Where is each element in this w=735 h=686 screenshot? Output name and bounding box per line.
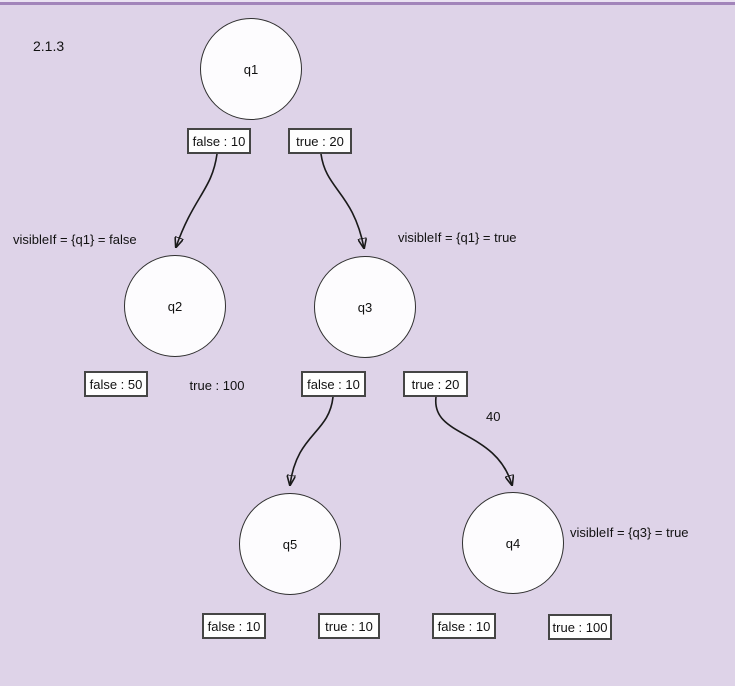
- edge-q1-false-to-q2: [176, 153, 218, 247]
- edge-label-q3-true[interactable]: true : 20: [403, 371, 468, 397]
- node-q2-label: q2: [167, 298, 183, 314]
- node-q5[interactable]: q5: [239, 493, 341, 595]
- edge-q3-false-to-q5: [290, 396, 334, 485]
- top-highlight-line: [0, 0, 735, 2]
- annotation-visibleif-q3-true: visibleIf = {q3} = true: [570, 525, 689, 540]
- annotation-visibleif-q1-false: visibleIf = {q1} = false: [13, 232, 137, 247]
- annotation-edge-weight-40: 40: [486, 409, 501, 424]
- node-q2[interactable]: q2: [124, 255, 226, 357]
- edge-label-q4-false[interactable]: false : 10: [432, 613, 496, 639]
- edge-label-q1-true[interactable]: true : 20: [288, 128, 352, 154]
- top-divider-line: [0, 2, 735, 5]
- node-q3[interactable]: q3: [314, 256, 416, 358]
- edge-label-q2-false[interactable]: false : 50: [84, 371, 148, 397]
- edge-label-q5-true[interactable]: true : 10: [318, 613, 380, 639]
- node-q5-label: q5: [282, 536, 298, 552]
- edge-q3-true-to-q4: [435, 396, 512, 485]
- node-q3-label: q3: [357, 299, 373, 315]
- edge-q1-true-to-q3: [320, 153, 364, 248]
- node-q4-label: q4: [505, 535, 521, 551]
- node-q4[interactable]: q4: [462, 492, 564, 594]
- edge-label-q2-true[interactable]: true : 100: [189, 377, 245, 393]
- diagram-version-label: 2.1.3: [33, 38, 65, 54]
- edge-label-q4-true[interactable]: true : 100: [548, 614, 612, 640]
- edge-label-q5-false[interactable]: false : 10: [202, 613, 266, 639]
- node-q1[interactable]: q1: [200, 18, 302, 120]
- annotation-visibleif-q1-true: visibleIf = {q1} = true: [398, 230, 517, 245]
- node-q1-label: q1: [243, 61, 259, 77]
- edge-label-q3-false[interactable]: false : 10: [301, 371, 366, 397]
- edge-label-q1-false[interactable]: false : 10: [187, 128, 251, 154]
